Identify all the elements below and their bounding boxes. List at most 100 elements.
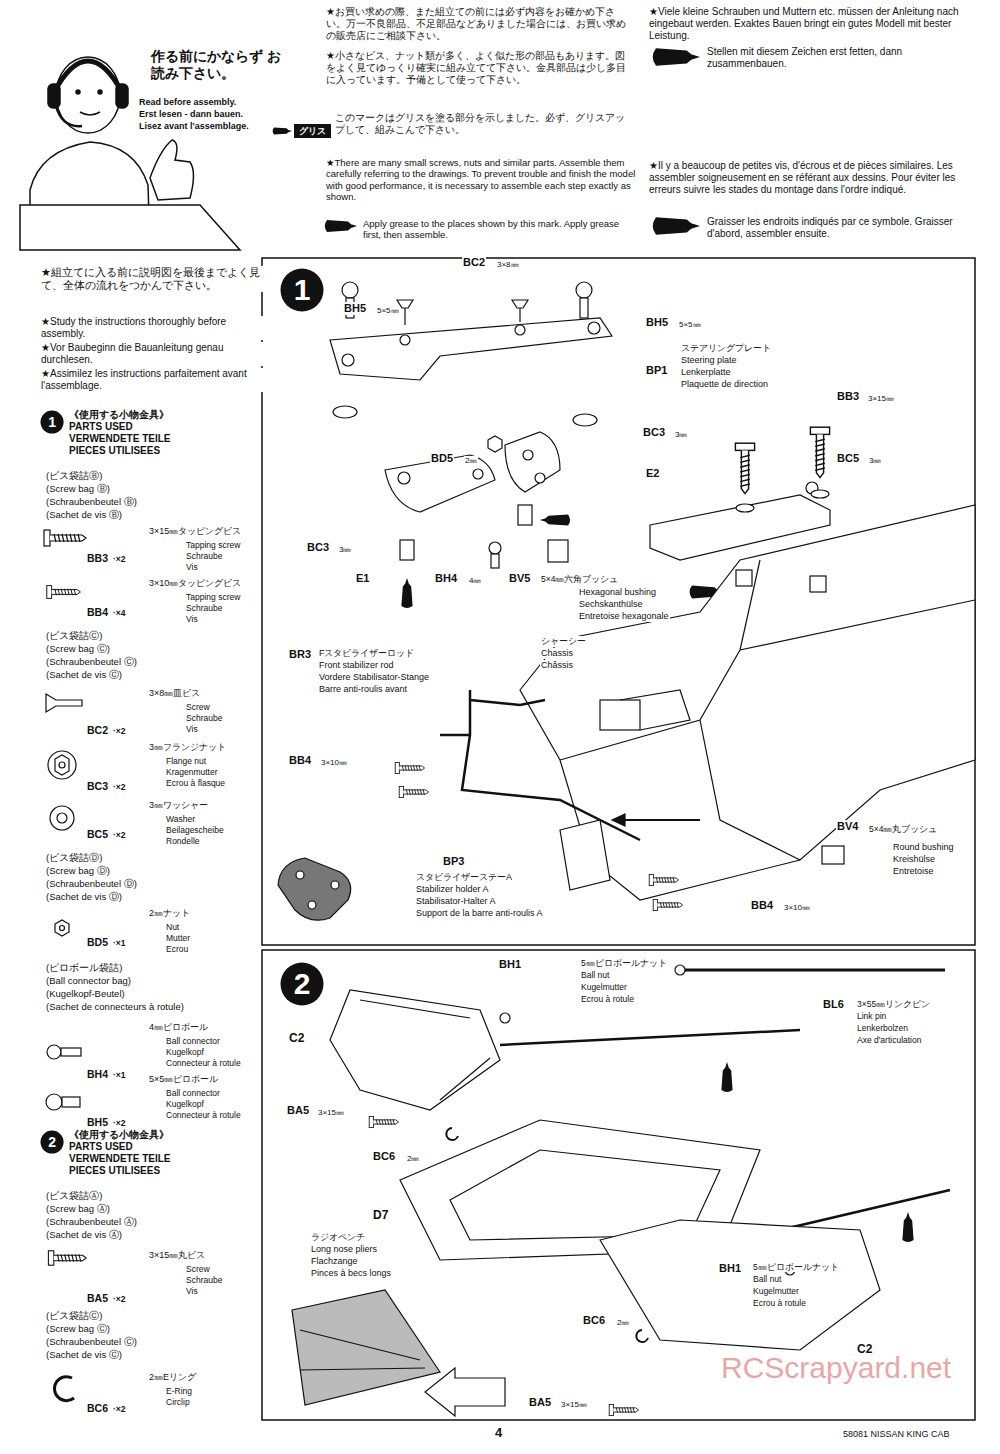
header-note: Read before assembly. (138, 97, 237, 108)
note-text: ★Viele kleine Schrauben und Muttern etc.… (648, 6, 985, 42)
part-code: BH5 (645, 316, 669, 329)
parts-heading: 《使用する小物金具》 (68, 1129, 170, 1141)
dimension: 3×15㎜ (560, 1400, 588, 1410)
part-count: ·×2 (112, 830, 127, 840)
bag-name: (Screw bag Ⓒ) (45, 643, 111, 654)
note-text: ★組立てに入る前に説明図を最後までよく見て、全体の流れをつかんで下さい。 (40, 266, 274, 292)
part-name: Screw (185, 702, 211, 712)
bag-name: (Schraubenbeutel Ⓓ) (45, 878, 138, 889)
part-code: BH1 (498, 958, 522, 971)
dimension: 3㎜ (868, 456, 882, 466)
dimension: 3㎜ (674, 430, 688, 440)
part-name: Ecrou à rotule (580, 994, 635, 1004)
part-name: Kreishülse (892, 854, 936, 865)
step-number: 2 (280, 962, 324, 1006)
part-code: BC6 (582, 1314, 606, 1327)
bag-name: (Kugelkopf-Beutel) (45, 988, 126, 999)
part-code: BC3 (642, 426, 666, 439)
panel-frame (262, 258, 975, 1420)
part-name: Vis (185, 562, 199, 572)
part-code: BB4 (86, 606, 109, 619)
part-name: Ecrou (165, 944, 189, 954)
part-name: Châssis (540, 660, 574, 671)
parts-heading: PIECES UTILISEES (68, 445, 161, 457)
note-text: ★Vor Baubeginn die Bauanleitung genau du… (40, 342, 267, 366)
part-code: BC3 (306, 541, 330, 554)
part-name: Mutter (165, 933, 191, 943)
part-name: Plaquette de direction (680, 379, 769, 390)
note-text: ★小さなビス、ナット類が多く、よく似た形の部品もあります。図をよく見てゆっくり確… (325, 50, 632, 86)
part-name: Tapping screw (185, 592, 241, 602)
header-note: Erst lesen - dann bauen. (138, 109, 244, 120)
step-number-text: 1 (280, 268, 324, 312)
dimension: 5×5㎜ (678, 320, 702, 330)
part-code: BH5 (343, 302, 367, 315)
part-code: BB4 (750, 899, 774, 912)
bag-name: (Screw bag Ⓓ) (45, 865, 111, 876)
part-name: Barre anti-roulis avant (318, 684, 408, 695)
part-code: BP1 (645, 364, 668, 377)
part-name: 3×8㎜皿ビス (148, 688, 201, 699)
dimension: 2㎜ (406, 1154, 420, 1164)
note-text: Apply grease to the places shown by this… (362, 218, 629, 241)
part-name: Kugelmutter (580, 982, 628, 992)
dimension: 5×4㎜六角ブッシュ (540, 574, 619, 584)
bag-name: (ビス袋詰Ⓑ) (45, 470, 103, 481)
bag-name: (Screw bag Ⓒ) (45, 1323, 111, 1334)
step-number: 1 (40, 410, 64, 434)
part-name: Tapping screw (185, 540, 241, 550)
dimension: 3×15㎜ (867, 394, 895, 404)
note-text: Graisser les endroits indiqués par ce sy… (706, 216, 978, 240)
note-text: ★Assimilez les instructions parfaitement… (40, 368, 267, 392)
bag-name: (Schraubenbeutel Ⓒ) (45, 1336, 138, 1347)
parts-heading: 《使用する小物金具》 (68, 409, 170, 421)
part-name: Sechskanthülse (578, 599, 644, 610)
part-count: ·×2 (112, 726, 127, 736)
dimension: 2㎜ (616, 1318, 630, 1328)
note-text: ★お買い求めの際、また組立ての前には必ず内容をお確かめ下さい。万一不良部品、不足… (325, 6, 632, 42)
bag-name: (Screw bag Ⓑ) (45, 483, 111, 494)
step-number: 2 (40, 1130, 64, 1154)
header-note: Lisez avant l'assemblage. (138, 121, 250, 132)
part-code: BD5 (86, 936, 109, 949)
part-name: Link pin (856, 1011, 887, 1021)
note-text: ★There are many small screws, nuts and s… (325, 157, 637, 203)
dimension: 4㎜ (468, 576, 482, 586)
tool-name: Flachzange (310, 1256, 359, 1267)
page-number: 4 (494, 1425, 503, 1441)
part-name: 4㎜ピロボール (148, 1022, 209, 1033)
parts-heading: VERWENDETE TEILE (68, 433, 172, 445)
part-name: Washer (165, 814, 196, 824)
part-name: Chassis (540, 648, 574, 659)
note-text: このマークはグリスを塗る部分を示しました。必ず、グリスアップして、組みこんで下さ… (334, 112, 626, 136)
part-name: Stabilizer holder A (415, 884, 490, 895)
watermark: RCScrapyard.net (720, 1350, 952, 1386)
part-name: Vis (185, 1286, 199, 1296)
tool-name: ラジオペンチ (310, 1232, 366, 1243)
part-code: BA5 (528, 1396, 552, 1409)
part-name: Schraube (185, 713, 223, 723)
part-code: BP3 (442, 855, 465, 868)
dimension: 3㎜ (338, 545, 352, 555)
bag-name: (Schraubenbeutel Ⓐ) (45, 1216, 138, 1227)
part-count: ·×2 (112, 1118, 127, 1128)
step-number-text: 2 (40, 1130, 64, 1154)
part-name: Support de la barre anti-roulis A (415, 908, 544, 919)
step2-drawing (292, 965, 950, 1416)
part-name: Beilagescheibe (165, 825, 225, 835)
bag-name: (ビス袋詰Ⓒ) (45, 1310, 103, 1321)
note-text: ★Study the instructions thoroughly befor… (40, 316, 267, 340)
part-code: C2 (288, 1031, 305, 1045)
step-number: 1 (280, 268, 324, 312)
part-name: 2㎜ナット (148, 908, 191, 919)
part-name: Circlip (165, 1397, 191, 1407)
parts-heading: VERWENDETE TEILE (68, 1153, 172, 1165)
part-name: Vis (185, 724, 199, 734)
part-count: ·×1 (112, 938, 127, 948)
part-name: Axe d'articulation (856, 1035, 922, 1045)
part-code: BL6 (822, 998, 845, 1011)
part-code: BV4 (836, 820, 859, 833)
part-name: 3㎜フランジナット (148, 742, 227, 753)
grease-label: グリス (294, 126, 331, 136)
